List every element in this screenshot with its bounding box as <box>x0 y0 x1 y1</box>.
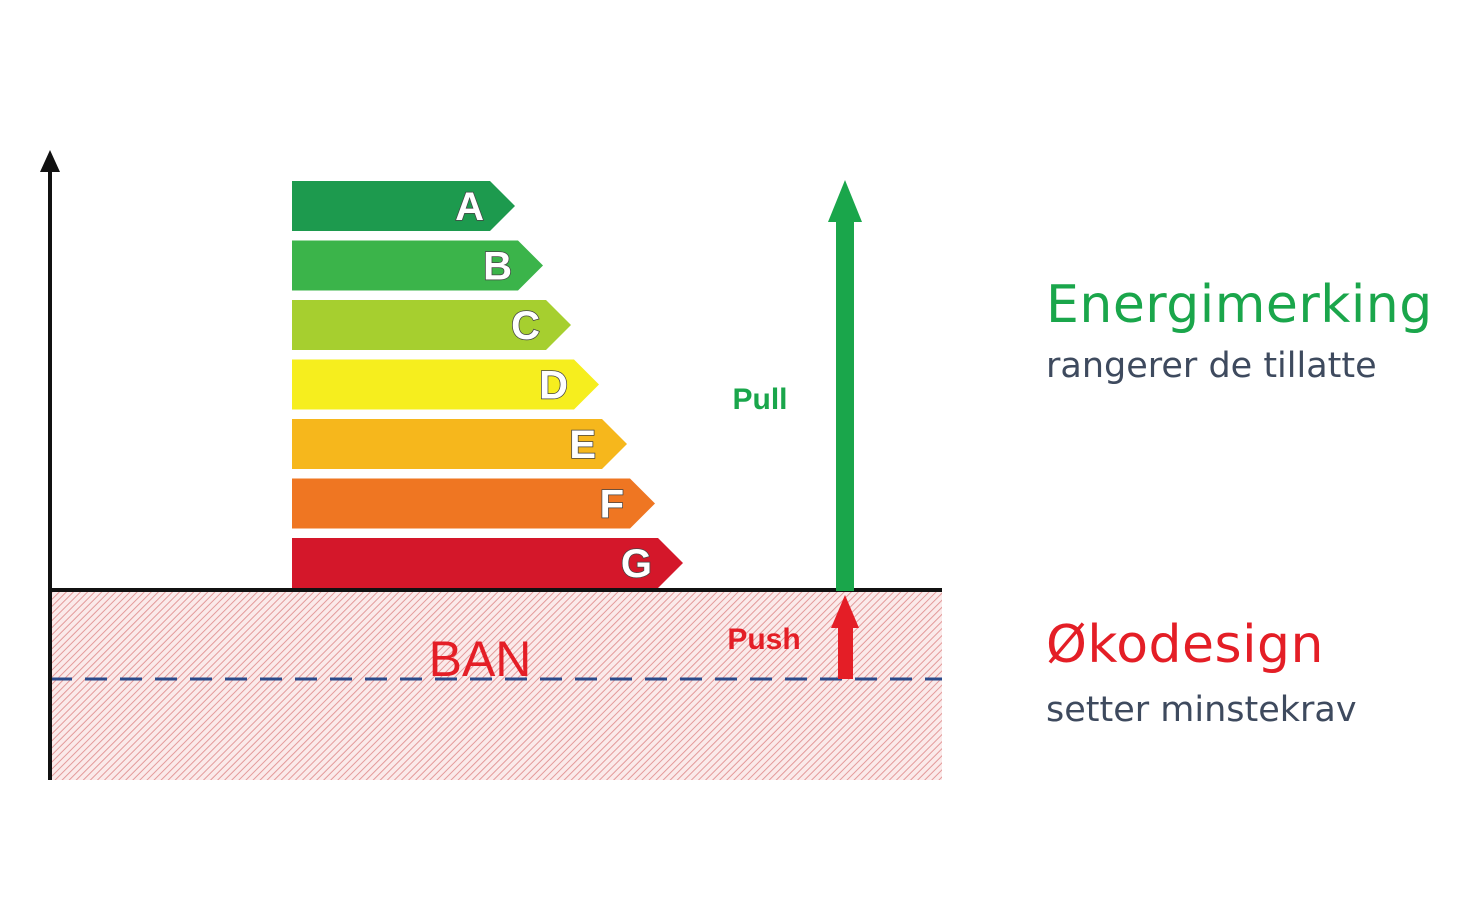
energy-class-bar-c <box>292 300 571 350</box>
energimerking-title: Energimerking <box>1046 275 1433 335</box>
energy-class-letter-g: G <box>621 542 652 586</box>
push-arrowhead <box>831 595 859 628</box>
pull-arrow-shaft <box>836 218 854 591</box>
push-arrow-shaft <box>838 625 853 679</box>
energy-class-bar-b <box>292 240 543 291</box>
energy-class-bar-d <box>292 359 599 410</box>
energy-class-letter-d: D <box>539 364 568 408</box>
energy-class-letter-e: E <box>569 423 596 467</box>
energy-class-letter-c: C <box>511 304 540 348</box>
okodesign-title: Økodesign <box>1046 615 1325 675</box>
energy-class-bar-g <box>292 538 683 588</box>
ban-label: BAN <box>429 631 532 687</box>
okodesign-subtitle: setter minstekrav <box>1046 690 1357 730</box>
ban-zone <box>50 590 942 780</box>
energy-class-letter-f: F <box>600 483 624 527</box>
pull-arrowhead <box>828 180 862 222</box>
y-axis-arrowhead <box>40 150 60 172</box>
pull-label: Pull <box>732 383 787 416</box>
energy-class-bar-f <box>292 478 655 529</box>
energy-class-bar-a <box>292 181 515 231</box>
energy-class-letter-a: A <box>455 185 484 229</box>
energy-class-letter-b: B <box>483 245 512 289</box>
energy-class-bar-e <box>292 419 627 469</box>
energimerking-subtitle: rangerer de tillatte <box>1046 346 1377 386</box>
push-label: Push <box>727 623 800 656</box>
